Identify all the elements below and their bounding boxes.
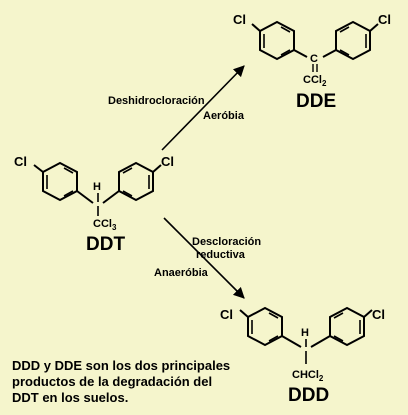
ddt-name: DDT	[86, 234, 125, 255]
dde-left-benzene-ring	[259, 20, 295, 61]
upper-reaction-label-2: Aeróbia	[203, 110, 245, 122]
dde-molecule: Cl Cl C CCl2 DDE	[233, 12, 391, 112]
lower-reaction-label-2: reductiva	[196, 249, 246, 261]
ddt-right-cl-label: Cl	[161, 154, 174, 169]
lower-reaction-label-3: Anaeróbia	[154, 267, 209, 279]
ddt-left-benzene-ring	[42, 161, 78, 202]
ddd-right-cl-label: Cl	[372, 307, 385, 322]
arrow-to-ddd	[163, 217, 245, 299]
ddd-name: DDD	[288, 385, 329, 406]
upper-reaction-label-1: Deshidrocloración	[108, 95, 205, 107]
ddd-right-benzene-ring	[329, 306, 365, 347]
lower-reaction: Descloración reductiva Anaeróbia	[154, 217, 261, 299]
ddd-left-benzene-ring	[247, 306, 283, 347]
ddt-bridge-hydrogen: H	[93, 181, 101, 193]
dde-right-benzene-ring	[335, 20, 371, 61]
ddt-left-cl-label: Cl	[14, 154, 27, 169]
dde-right-cl-label: Cl	[378, 12, 391, 27]
figure-caption: DDD y DDE son los dos principales produc…	[12, 358, 231, 405]
dde-ccl2-group: CCl2	[303, 74, 327, 88]
arrow-to-dde	[161, 65, 245, 151]
lower-reaction-label-1: Descloración	[192, 236, 261, 248]
ddt-molecule: Cl Cl H CCl3 DDT	[14, 154, 174, 255]
dde-bridge-carbon: C	[310, 53, 318, 65]
dde-left-cl-label: Cl	[233, 12, 246, 27]
ddd-molecule: Cl Cl H CHCl2 DDD	[220, 306, 385, 406]
ddd-chcl2-group: CHCl2	[292, 369, 324, 383]
ddt-right-benzene-ring	[118, 161, 154, 202]
ddd-bridge-hydrogen: H	[301, 327, 309, 339]
ddt-ccl3-group: CCl3	[93, 218, 117, 232]
dde-name: DDE	[296, 91, 336, 112]
upper-reaction: Deshidrocloración Aeróbia	[108, 65, 245, 151]
ddd-left-cl-label: Cl	[220, 307, 233, 322]
